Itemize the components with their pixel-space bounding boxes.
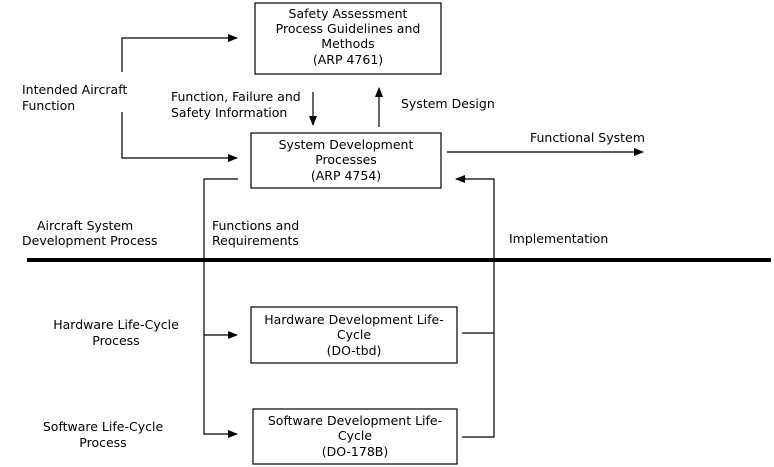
implementation-label: Implementation [509, 231, 608, 246]
hw-lifecycle-label-line-2: Process [92, 333, 139, 348]
functions-requirements-label-line-1: Functions and [212, 218, 299, 233]
aircraft-system-label-line-2: Development Process [22, 233, 158, 248]
hwdev-box-line-2: Cycle [337, 327, 371, 342]
safety-assessment-box [254, 2, 442, 75]
functions-requirements-to-software-arrow [203, 178, 238, 438]
sw-lifecycle-label-line-2: Process [79, 435, 126, 450]
hwdev-box-line-3: (DO-tbd) [327, 343, 382, 358]
functional-system-label: Functional System [530, 130, 645, 145]
sw-lifecycle-label-line-1: Software Life-Cycle [43, 419, 164, 434]
intended-label-line-2: Function [22, 98, 75, 113]
system-design-label: System Design [401, 96, 495, 111]
intended-label-line-1: Intended Aircraft [22, 82, 127, 97]
safety-box-line-3: Methods [321, 36, 374, 51]
safety-box-line-2: Process Guidelines and [276, 21, 421, 36]
safety-box-line-4: (ARP 4761) [313, 52, 383, 67]
function-failure-label-line-1: Function, Failure and [171, 89, 301, 104]
sysdev-box-line-2: Processes [315, 152, 377, 167]
function-failure-label-line-2: Safety Information [171, 105, 287, 120]
functions-requirements-label-line-2: Requirements [212, 233, 299, 248]
hwdev-box-line-1: Hardware Development Life- [264, 312, 444, 327]
sysdev-box-line-1: System Development [279, 137, 414, 152]
software-development-box [252, 408, 458, 465]
swdev-box-line-2: Cycle [338, 428, 372, 443]
system-development-box [250, 132, 442, 189]
swdev-box-line-3: (DO-178B) [322, 444, 389, 459]
safety-box-line-1: Safety Assessment [289, 6, 408, 21]
hardware-development-box [250, 306, 458, 364]
sysdev-box-line-3: (ARP 4754) [311, 168, 381, 183]
aircraft-system-label-line-1: Aircraft System [37, 218, 133, 233]
intended-to-sysdev-arrow [121, 112, 238, 162]
implementation-arrow [455, 175, 495, 438]
intended-to-safety-arrow [121, 34, 238, 72]
hw-lifecycle-label-line-1: Hardware Life-Cycle [53, 317, 179, 332]
swdev-box-line-1: Software Development Life- [268, 413, 442, 428]
